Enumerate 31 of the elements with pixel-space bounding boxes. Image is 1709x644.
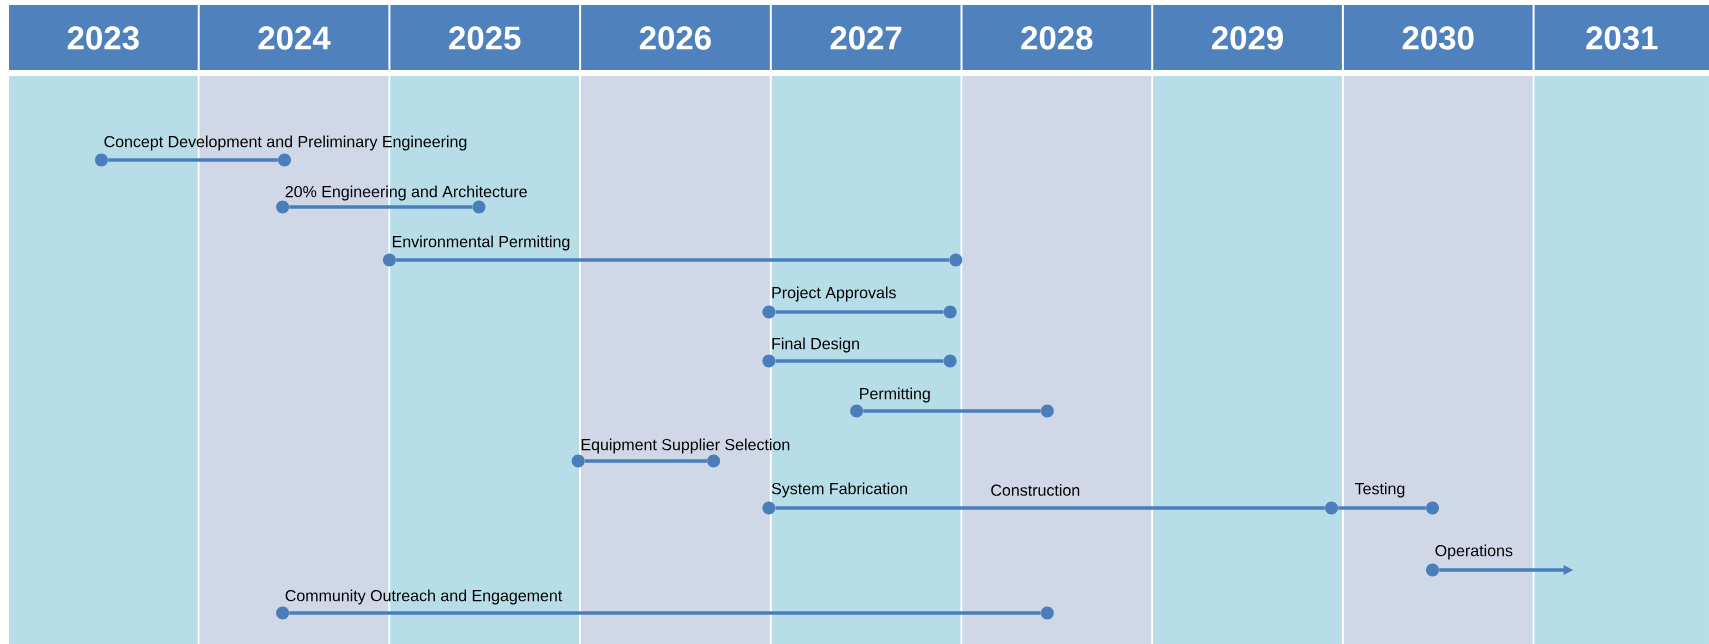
timeline-bar: [863, 409, 1041, 413]
timeline-bar: [584, 459, 707, 463]
year-header: 2024: [199, 5, 389, 70]
bar-label: Construction: [991, 484, 1080, 496]
year-header: 2031: [1534, 5, 1709, 70]
bar-label: Final Design: [772, 337, 859, 353]
bar-label: Project Approvals: [772, 286, 896, 302]
timeline-bar: [289, 611, 1041, 615]
timeline-bar: [775, 506, 1325, 510]
timeline-bar: [775, 359, 944, 363]
bar-label: 20% Engineering and Architecture: [285, 185, 527, 201]
year-header: 2027: [771, 5, 961, 70]
year-header: 2026: [581, 5, 770, 70]
timeline-bar: [108, 158, 278, 162]
timeline-bar: [1338, 506, 1426, 510]
year-header: 2029: [1153, 5, 1342, 70]
bar-label: Operations: [1435, 544, 1513, 560]
timeline-bar: [289, 205, 473, 209]
bar-label: Concept Development and Preliminary Engineering: [104, 135, 467, 151]
year-header: 2028: [962, 5, 1152, 70]
bar-label: Equipment Supplier Selection: [581, 438, 790, 454]
year-header: 2023: [9, 5, 198, 70]
bar-label: Community Outreach and Engagement: [285, 589, 563, 605]
year-header: 2025: [390, 5, 580, 70]
year-header: 2030: [1343, 5, 1533, 70]
bar-label: Testing: [1354, 482, 1405, 498]
timeline-bar: [396, 258, 950, 262]
bar-label: Environmental Permitting: [392, 235, 570, 251]
timeline-bar: [775, 310, 944, 314]
bar-label: System Fabrication: [771, 482, 907, 498]
bar-label: Permitting: [860, 387, 930, 403]
